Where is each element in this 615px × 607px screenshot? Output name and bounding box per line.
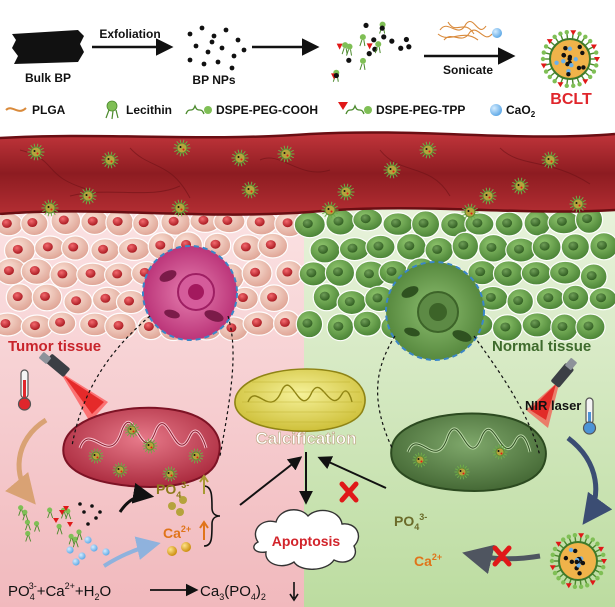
plga-tangle <box>437 21 493 41</box>
normal-phosphate-label: PO43- <box>394 512 427 532</box>
tumor-tissue-label: Tumor tissue <box>8 338 101 355</box>
calcification-label: Calcification <box>255 429 356 448</box>
normal-cell-closeup <box>385 261 485 361</box>
bp-nanoparticles <box>187 25 247 71</box>
left-nir-laser-icon <box>39 352 108 422</box>
sonicate-label: Sonicate <box>443 63 493 77</box>
right-thermometer-icon <box>582 397 597 435</box>
cao2-particle <box>492 28 502 38</box>
apoptosis-label: Apoptosis <box>272 533 341 549</box>
calcium-phosphate-equation: PO43-+Ca2++H2O <box>8 581 111 602</box>
degraded-nanoparticle-components <box>18 502 110 566</box>
plga-legend-label: PLGA <box>32 103 66 117</box>
blood-vessel <box>0 131 615 216</box>
normal-tissue-label: Normal tissue <box>492 338 591 355</box>
legend-row: PLGA Lecithin DSPE-PEG-COOH DSPE-PEG-TPP… <box>5 100 536 120</box>
blocked-cross-icon-lower <box>492 545 512 567</box>
phosphate-up-arrow <box>199 474 209 494</box>
tumor-phosphate-label: PO43- <box>156 480 189 500</box>
precipitate-down-arrow <box>289 582 299 602</box>
normal-mitochondrion <box>390 412 547 492</box>
bclt-label: BCLT <box>550 91 592 108</box>
normal-calcium-label: Ca2+ <box>414 552 442 569</box>
cao2-legend-icon <box>490 104 502 116</box>
apoptosis-cloud: Apoptosis <box>253 509 360 570</box>
bclt-nanoparticle <box>540 29 600 89</box>
plga-legend-icon <box>5 107 27 112</box>
tumor-mitochondrion <box>62 406 221 488</box>
calcium-up-arrow <box>199 520 209 540</box>
process-arrows <box>5 417 613 575</box>
bp-nps-label: BP NPs <box>192 73 235 87</box>
closeup-connectors <box>71 315 541 457</box>
synthesis-row: Bulk BP Exfoliation BP NPs Sonicate BCLT <box>12 21 600 108</box>
lecithin-legend-label: Lecithin <box>126 103 172 117</box>
lecithin-legend-icon <box>105 100 119 120</box>
cao2-legend-label: CaO2 <box>506 103 536 119</box>
exfoliation-label: Exfoliation <box>99 27 160 41</box>
dspe-peg-tpp-legend-icon <box>338 102 372 115</box>
blocked-cross-icon <box>339 481 359 503</box>
nir-laser-label: NIR laser <box>525 398 581 413</box>
dspe-peg-tpp-legend-label: DSPE-PEG-TPP <box>376 103 465 117</box>
bulk-bp-block <box>12 30 84 64</box>
bulk-bp-label: Bulk BP <box>25 71 71 85</box>
tumor-ion-released <box>167 496 191 556</box>
right-nir-laser-icon <box>526 358 577 428</box>
circulating-nanoparticles <box>27 139 587 221</box>
calcium-phosphate-product: Ca3(PO4)2 <box>200 583 266 602</box>
dspe-peg-cooh-legend-label: DSPE-PEG-COOH <box>216 103 318 117</box>
bclt-nanoparticle-normal <box>549 532 607 590</box>
coated-bp-cluster <box>331 21 412 82</box>
ion-bracket <box>203 485 221 547</box>
calcified-mitochondrion <box>234 368 366 432</box>
dspe-peg-cooh-legend-icon <box>185 104 212 115</box>
tumor-cell-closeup <box>142 245 238 341</box>
tumor-calcium-label: Ca2+ <box>163 524 191 541</box>
left-thermometer-icon <box>17 369 32 411</box>
